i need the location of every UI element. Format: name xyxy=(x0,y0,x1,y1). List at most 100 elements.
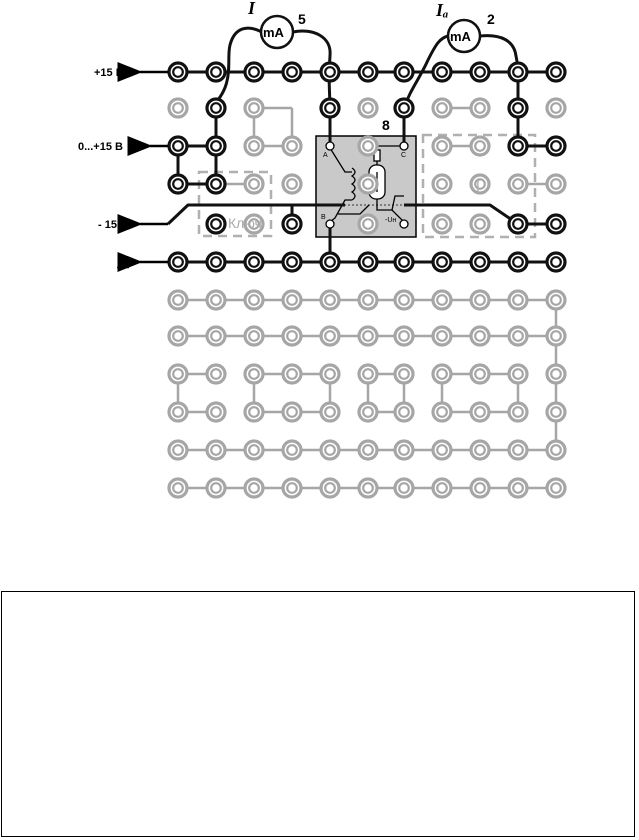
terminal xyxy=(431,289,453,311)
terminal xyxy=(319,325,341,347)
terminal xyxy=(357,401,379,423)
terminal xyxy=(205,363,227,385)
terminal xyxy=(393,61,415,83)
terminal xyxy=(319,363,341,385)
rail-arrows xyxy=(117,62,168,272)
terminal xyxy=(205,289,227,311)
terminal xyxy=(393,401,415,423)
terminal xyxy=(507,97,529,119)
terminal xyxy=(205,97,227,119)
terminal xyxy=(243,251,265,273)
terminal xyxy=(431,251,453,273)
terminal xyxy=(167,477,189,499)
terminal xyxy=(469,289,491,311)
module-8-pins xyxy=(325,141,409,229)
terminal xyxy=(281,439,303,461)
pin-un-label: -Uн xyxy=(385,217,396,224)
terminal xyxy=(431,135,453,157)
terminal xyxy=(431,61,453,83)
terminal xyxy=(469,213,491,235)
terminal xyxy=(431,363,453,385)
meter-right-unit: mA xyxy=(450,29,472,44)
terminal xyxy=(319,289,341,311)
terminal xyxy=(243,213,265,235)
terminal xyxy=(545,97,567,119)
terminal xyxy=(167,363,189,385)
meter-cables xyxy=(208,26,520,110)
rail-plus15-label: +15 В xyxy=(94,67,124,79)
key-module-label: Ключ xyxy=(228,215,262,231)
terminal-grid xyxy=(167,61,567,499)
terminal xyxy=(545,363,567,385)
terminal xyxy=(357,97,379,119)
terminal xyxy=(431,401,453,423)
terminal xyxy=(469,97,491,119)
terminal xyxy=(243,97,265,119)
terminal xyxy=(393,363,415,385)
terminal xyxy=(167,325,189,347)
meter-left-unit: mA xyxy=(263,25,285,40)
terminal xyxy=(357,251,379,273)
terminal xyxy=(507,289,529,311)
terminal xyxy=(281,363,303,385)
terminal xyxy=(507,135,529,157)
terminal xyxy=(507,363,529,385)
terminal xyxy=(205,61,227,83)
terminal xyxy=(167,251,189,273)
rail-minus15-label: - 15 В xyxy=(98,219,128,231)
terminal xyxy=(281,213,303,235)
terminal xyxy=(469,477,491,499)
terminal xyxy=(281,477,303,499)
terminal xyxy=(431,439,453,461)
breadboard-diagram: A C B -Uн 8 Ключ ∫ mA I 5 mA Iₐ 2 +15 В … xyxy=(78,0,567,499)
meter-left-number: 5 xyxy=(298,11,306,27)
terminal xyxy=(469,401,491,423)
terminal xyxy=(469,135,491,157)
terminal xyxy=(357,61,379,83)
terminal xyxy=(545,439,567,461)
integrator-module-outline xyxy=(421,133,537,239)
terminal xyxy=(167,439,189,461)
terminal xyxy=(167,173,189,195)
terminal xyxy=(507,439,529,461)
terminal xyxy=(393,477,415,499)
terminal xyxy=(431,97,453,119)
rail-adjustable-label: 0...+15 В xyxy=(78,141,123,153)
terminal xyxy=(205,135,227,157)
meter-right-symbol: Iₐ xyxy=(435,0,448,20)
terminal xyxy=(167,289,189,311)
terminal xyxy=(205,251,227,273)
terminal xyxy=(167,401,189,423)
terminal xyxy=(281,135,303,157)
terminal xyxy=(507,61,529,83)
terminal xyxy=(431,173,453,195)
terminal xyxy=(393,97,415,119)
terminal xyxy=(281,173,303,195)
terminal xyxy=(545,477,567,499)
terminal xyxy=(319,439,341,461)
pin-b-label: B xyxy=(321,214,326,221)
terminal xyxy=(393,289,415,311)
terminal xyxy=(507,477,529,499)
terminal xyxy=(243,289,265,311)
terminal xyxy=(243,325,265,347)
terminal xyxy=(357,289,379,311)
terminal xyxy=(507,325,529,347)
terminal xyxy=(205,213,227,235)
terminal xyxy=(469,325,491,347)
terminal xyxy=(281,61,303,83)
meter-left-symbol: I xyxy=(247,0,256,18)
terminal xyxy=(393,251,415,273)
terminal xyxy=(507,251,529,273)
terminal xyxy=(243,477,265,499)
terminal xyxy=(357,477,379,499)
rail-ground-label: ⊥ xyxy=(116,255,130,272)
terminal xyxy=(469,439,491,461)
terminal xyxy=(319,97,341,119)
terminal xyxy=(167,61,189,83)
terminal xyxy=(205,439,227,461)
terminal xyxy=(243,61,265,83)
terminal xyxy=(357,363,379,385)
terminal xyxy=(431,213,453,235)
terminal xyxy=(545,135,567,157)
